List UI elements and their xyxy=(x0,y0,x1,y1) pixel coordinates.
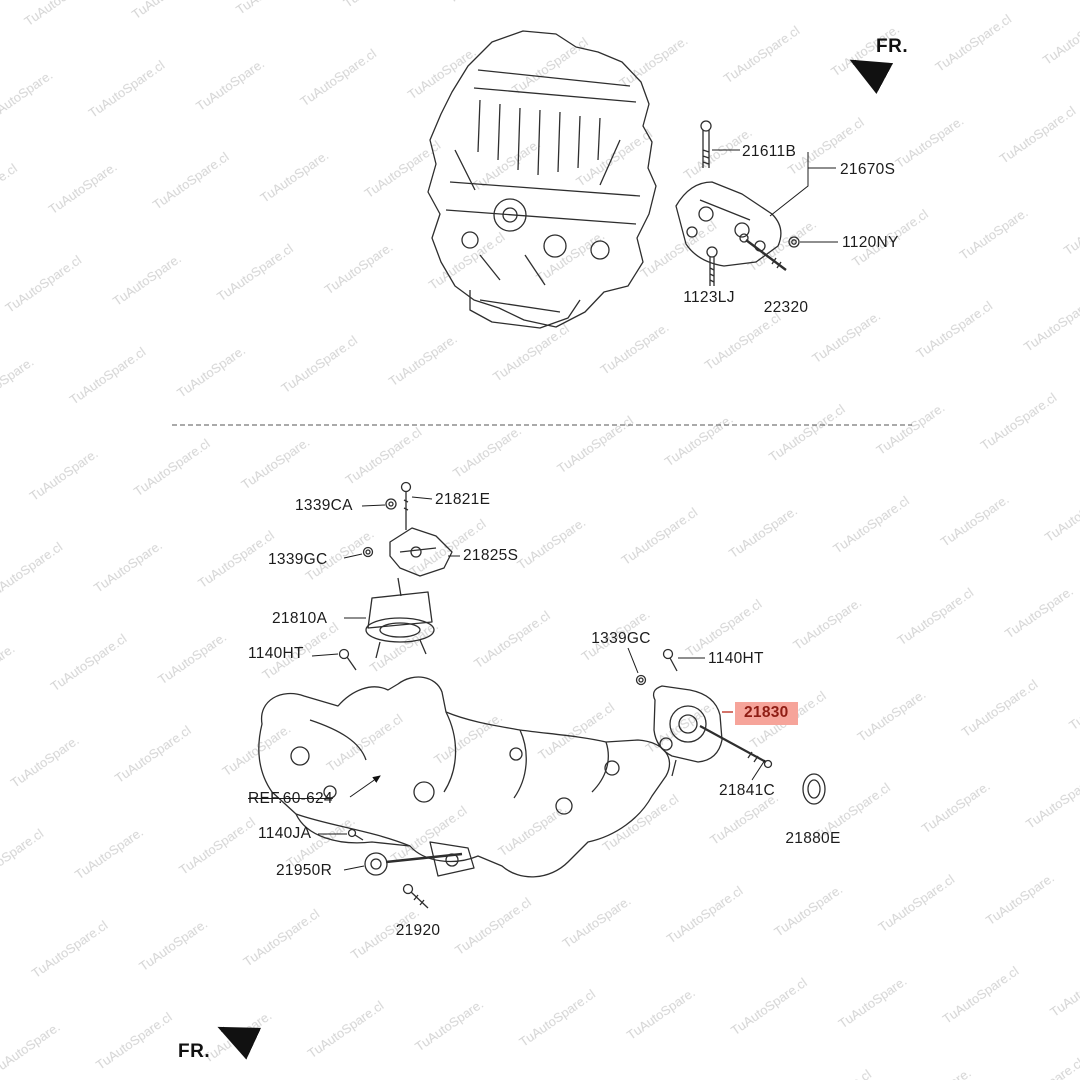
part-label-21920[interactable]: 21920 xyxy=(395,922,441,939)
part-label-21825s[interactable]: 21825S xyxy=(463,547,519,564)
part-label-ref-60-624[interactable]: REF.60-624 xyxy=(248,790,333,807)
part-label-1140ht-left[interactable]: 1140HT xyxy=(248,645,304,662)
part-label-21670s[interactable]: 21670S xyxy=(840,161,896,178)
part-label-1339gc-right[interactable]: 1339GC xyxy=(591,630,651,647)
part-label-1339gc-left[interactable]: 1339GC xyxy=(268,551,328,568)
part-label-21841c[interactable]: 21841C xyxy=(718,782,776,799)
part-label-1140ht-right[interactable]: 1140HT xyxy=(708,650,764,667)
part-label-1123lj[interactable]: 1123LJ xyxy=(683,289,735,306)
part-label-21880e[interactable]: 21880E xyxy=(785,830,841,847)
part-label-1120ny[interactable]: 1120NY xyxy=(842,234,899,251)
fr-arrow-bottom-icon xyxy=(217,1026,262,1060)
left-engine-mount-drawing xyxy=(338,481,453,671)
engine-mount-bracket-drawing xyxy=(675,120,800,286)
part-label-22320[interactable]: 22320 xyxy=(763,299,809,316)
part-label-21611b[interactable]: 21611B xyxy=(742,143,797,160)
fr-label-top: FR. xyxy=(876,36,909,57)
subframe-drawing xyxy=(258,676,671,878)
part-label-21810a[interactable]: 21810A xyxy=(272,610,328,627)
part-label-1339ca[interactable]: 1339CA xyxy=(295,497,353,514)
part-label-21821e[interactable]: 21821E xyxy=(435,491,491,508)
fr-arrow-top-icon xyxy=(849,59,894,95)
roll-rod-drawing xyxy=(347,828,475,909)
part-label-21830-highlighted[interactable]: 21830 xyxy=(735,702,798,725)
leader-lines xyxy=(311,149,838,871)
fr-label-bottom: FR. xyxy=(178,1041,211,1062)
part-label-21950r[interactable]: 21950R xyxy=(276,862,333,879)
part-label-1140ja[interactable]: 1140JA xyxy=(258,825,312,842)
engine-block-drawing xyxy=(427,30,657,329)
